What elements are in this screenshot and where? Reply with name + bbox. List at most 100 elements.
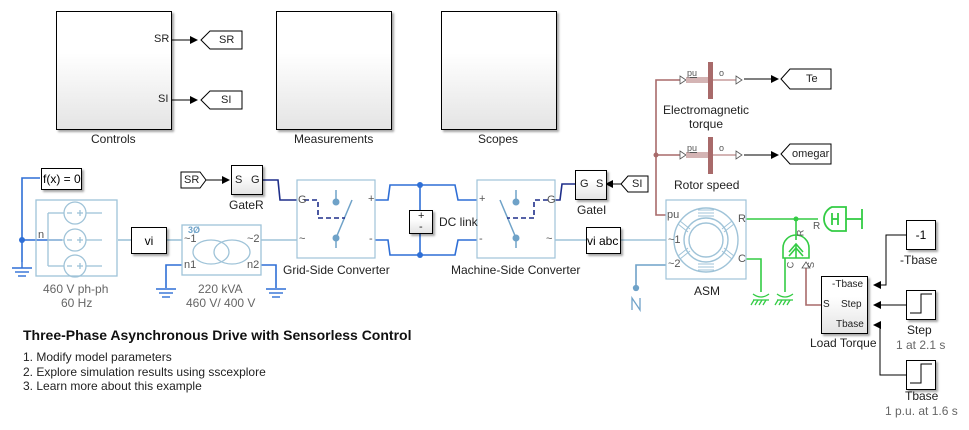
scopes-subsystem[interactable] xyxy=(441,11,557,130)
dc-link-capacitor[interactable] xyxy=(409,210,433,234)
source-label-1: 460 V ph-ph xyxy=(43,282,109,296)
ground-icon xyxy=(156,288,176,298)
transformer-port-1: ~1 xyxy=(184,233,197,245)
vi-label: vi xyxy=(144,234,154,248)
from-si[interactable] xyxy=(620,175,650,195)
load-torque-port-step: Step xyxy=(841,299,862,310)
controls-port-sr: SR xyxy=(154,33,170,45)
neg-tbase-value: -1 xyxy=(915,228,927,242)
torque-ps-converter-icon xyxy=(679,62,743,99)
transformer-port-n1: n1 xyxy=(184,259,197,271)
measurements-subsystem[interactable] xyxy=(276,11,392,130)
motion-sensor-port-r: R xyxy=(795,229,806,237)
asm-motor-icon xyxy=(665,199,747,280)
scopes-label: Scopes xyxy=(478,132,519,146)
voltage-source-icon xyxy=(35,199,118,278)
neg-tbase-label: -Tbase xyxy=(900,253,938,267)
from-si-label: SI xyxy=(632,178,643,190)
step-label: Step xyxy=(907,323,932,337)
grid-converter-label: Grid-Side Converter xyxy=(283,263,390,277)
speed-ps-converter-icon xyxy=(679,137,743,174)
source-label-2: 60 Hz xyxy=(61,296,93,310)
torque-label-1: Electromagnetic xyxy=(663,103,750,117)
electrical-reference-icon xyxy=(631,284,641,313)
goto-si[interactable] xyxy=(200,90,244,112)
step-icon xyxy=(910,363,932,384)
tbase-sub: 1 p.u. at 1.6 s xyxy=(885,404,958,418)
transformer-port-2: ~2 xyxy=(247,233,260,245)
mechanical-reference-icon xyxy=(774,293,794,306)
motion-sensor-port-c: C xyxy=(785,261,796,269)
transformer-port-n2: n2 xyxy=(247,259,260,271)
grid-converter-icon xyxy=(296,179,376,259)
vi-sensor[interactable]: vi xyxy=(131,227,167,254)
machine-converter-port-g: G xyxy=(547,194,556,206)
grid-converter-port-ac: ~ xyxy=(299,233,306,245)
gate-i-label: GateI xyxy=(577,203,607,217)
step-block[interactable] xyxy=(906,290,936,320)
speed-port-pu: pu xyxy=(687,143,698,153)
asm-port-2: ~2 xyxy=(668,258,681,270)
asm-port-c: C xyxy=(738,253,746,265)
grid-converter-port-minus: - xyxy=(369,233,373,245)
gate-r-label: GateR xyxy=(229,198,264,212)
asm-port-1: ~1 xyxy=(668,234,681,246)
load-torque-port-s: S xyxy=(823,299,830,310)
goto-sr[interactable] xyxy=(200,30,244,52)
from-sr[interactable] xyxy=(180,171,208,191)
torque-label-2: torque xyxy=(689,117,724,131)
torque-port-o: o xyxy=(719,68,725,78)
controls-subsystem[interactable] xyxy=(56,11,172,130)
step-sub: 1 at 2.1 s xyxy=(896,338,946,352)
neg-tbase-constant[interactable]: -1 xyxy=(906,220,936,250)
vi-abc-label: vi abc xyxy=(587,234,619,248)
step-icon xyxy=(910,293,932,314)
dc-link-label: DC link xyxy=(439,215,478,229)
solver-configuration[interactable]: f(x) = 0 xyxy=(41,168,82,190)
goto-te[interactable] xyxy=(780,68,834,92)
link-learn-more[interactable]: 3. Learn more about this example xyxy=(23,379,202,393)
speed-port-o: o xyxy=(719,143,725,153)
transformer-label-1: 220 kVA xyxy=(198,282,243,296)
load-torque-port-neg-tbase: -Tbase xyxy=(832,279,864,290)
inertia-port-r: R xyxy=(813,221,821,232)
transformer-symbol: 3Ø xyxy=(188,225,201,235)
dc-link-plus: + xyxy=(418,210,425,222)
physical-signal-wires xyxy=(653,79,822,306)
goto-te-label: Te xyxy=(806,73,818,85)
source-port-n: n xyxy=(38,229,45,241)
gate-i-port-g: G xyxy=(580,178,589,190)
speed-label: Rotor speed xyxy=(674,178,740,192)
electrical-wires xyxy=(19,177,666,288)
gate-r-port-s: S xyxy=(235,174,243,186)
goto-omegar-label: omegar xyxy=(792,148,830,160)
tbase-block[interactable] xyxy=(906,360,936,390)
load-torque-subsystem[interactable] xyxy=(821,276,868,334)
solver-label: f(x) = 0 xyxy=(43,172,81,186)
model-title: Three-Phase Asynchronous Drive with Sens… xyxy=(23,327,412,343)
goto-sr-label: SR xyxy=(219,34,235,46)
gate-r-block[interactable] xyxy=(231,165,263,195)
ps-port-icon xyxy=(801,261,811,269)
from-sr-label: SR xyxy=(184,174,200,186)
machine-converter-port-minus: - xyxy=(479,233,483,245)
vi-abc-sensor[interactable]: vi abc xyxy=(586,227,621,254)
controls-label: Controls xyxy=(91,132,136,146)
grid-converter-port-g: G xyxy=(298,194,307,206)
link-modify-parameters[interactable]: 1. Modify model parameters xyxy=(23,350,172,364)
link-explore-results[interactable]: 2. Explore simulation results using ssce… xyxy=(23,364,266,379)
controls-port-si: SI xyxy=(158,93,169,105)
goto-omegar[interactable] xyxy=(780,143,834,167)
machine-converter-label: Machine-Side Converter xyxy=(451,263,581,277)
load-torque-label: Load Torque xyxy=(810,336,877,350)
gate-i-block[interactable] xyxy=(575,170,607,200)
transformer-label-2: 460 V/ 400 V xyxy=(186,296,256,310)
motion-sensor-port-s: S xyxy=(806,261,817,269)
ground-icon xyxy=(266,288,286,298)
inertia-icon xyxy=(823,206,863,232)
dc-link-minus: - xyxy=(419,221,423,233)
gate-r-port-g: G xyxy=(251,174,260,186)
transformer-icon xyxy=(181,224,262,276)
signal-wires xyxy=(172,36,906,376)
